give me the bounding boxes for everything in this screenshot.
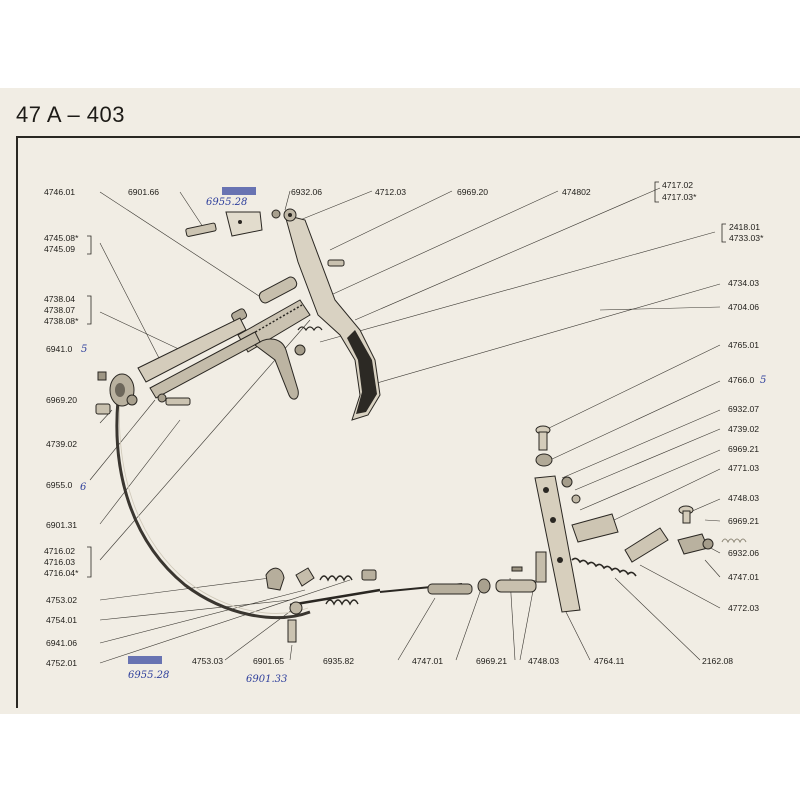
ink-annotations: 6955.28 5 6 5 6955.28 6901.33 (80, 187, 766, 685)
label-4745-08: 4745.08* (44, 233, 79, 243)
label-4716-03: 4716.03 (44, 557, 75, 567)
label-6901-31: 6901.31 (46, 520, 77, 530)
label-4754-01: 4754.01 (46, 615, 77, 625)
compensator-lever (534, 475, 581, 613)
label-4764-11: 4764.11 (594, 656, 625, 666)
handwritten-6901-33: 6901.33 (246, 674, 287, 685)
label-4765-01: 4765.01 (728, 340, 759, 350)
label-6901-65: 6901.65 (253, 656, 284, 666)
part-labels: 4746.01 6901.66 6932.06 4712.03 6969.20 … (44, 180, 764, 668)
label-6955-0: 6955.0 (46, 480, 73, 490)
top-bolt (185, 209, 281, 237)
label-6969-21-right-a: 6969.21 (728, 444, 759, 454)
label-6935-82: 6935.82 (323, 656, 354, 666)
label-4739-02-right: 4739.02 (728, 424, 759, 434)
lever-rod (137, 317, 261, 399)
cable-adjuster (265, 567, 381, 643)
label-4766-0: 4766.0 (728, 375, 755, 385)
label-2418-01: 2418.01 (729, 222, 760, 232)
label-6941-06: 6941.06 (46, 638, 77, 648)
label-6969-20-top: 6969.20 (457, 187, 488, 197)
diagram-frame (16, 136, 800, 708)
label-4746-01: 4746.01 (44, 187, 75, 197)
label-4716-04: 4716.04* (44, 568, 79, 578)
pawl-release (254, 338, 299, 400)
brake-cable (115, 399, 311, 619)
handwritten-6955-28-bottom: 6955.28 (128, 670, 169, 681)
leader-lines (89, 187, 721, 664)
label-4717-02: 4717.02 (662, 180, 693, 190)
label-6932-06-top: 6932.06 (291, 187, 322, 197)
label-4745-09: 4745.09 (44, 244, 75, 254)
label-4738-08: 4738.08* (44, 316, 79, 326)
label-6932-06-right: 6932.06 (728, 548, 759, 558)
label-4748-03-right: 4748.03 (728, 493, 759, 503)
label-6969-20-left: 6969.20 (46, 395, 77, 405)
handbrake-lever (283, 208, 381, 421)
label-6969-21-right-b: 6969.21 (728, 516, 759, 526)
label-4753-02: 4753.02 (46, 595, 77, 605)
handwritten-6955-28-top: 6955.28 (206, 197, 247, 208)
label-6969-21-bottom: 6969.21 (476, 656, 507, 666)
label-4734-03: 4734.03 (728, 278, 759, 288)
handwritten-6: 6 (80, 482, 87, 493)
spring-and-sleeve (231, 276, 323, 356)
label-2162-08: 2162.08 (702, 656, 733, 666)
label-4717-03: 4717.03* (662, 192, 697, 202)
label-4772-03: 4772.03 (728, 603, 759, 613)
label-4738-04: 4738.04 (44, 294, 75, 304)
handwritten-5-left: 5 (81, 344, 87, 355)
label-6941-0: 6941.0 (46, 344, 73, 354)
equalizer-links (571, 505, 747, 563)
label-4716-02: 4716.02 (44, 546, 75, 556)
label-4733-03: 4733.03* (729, 233, 764, 243)
page-title: 47 A – 403 (16, 102, 125, 127)
label-4739-02-left: 4739.02 (46, 439, 77, 449)
label-brackets (87, 181, 726, 578)
ink-strike-bottom (128, 656, 162, 664)
small-pins (95, 259, 345, 415)
label-474802: 474802 (562, 187, 591, 197)
label-4748-03-bottom: 4748.03 (528, 656, 559, 666)
label-4771-03: 4771.03 (728, 463, 759, 473)
return-spring (571, 557, 637, 577)
label-4752-01: 4752.01 (46, 658, 77, 668)
label-4747-01-bottom: 4747.01 (412, 656, 443, 666)
label-4753-03: 4753.03 (192, 656, 223, 666)
label-6901-66: 6901.66 (128, 187, 159, 197)
pull-rod (379, 566, 537, 595)
label-4704-06: 4704.06 (728, 302, 759, 312)
handwritten-5-right: 5 (760, 375, 766, 386)
label-4712-03: 4712.03 (375, 187, 406, 197)
label-4747-01-right: 4747.01 (728, 572, 759, 582)
label-4738-07: 4738.07 (44, 305, 75, 315)
label-6932-07: 6932.07 (728, 404, 759, 414)
pivot-bracket (109, 373, 138, 407)
ink-strike-top (222, 187, 256, 195)
right-bolt-and-washers (535, 425, 581, 504)
